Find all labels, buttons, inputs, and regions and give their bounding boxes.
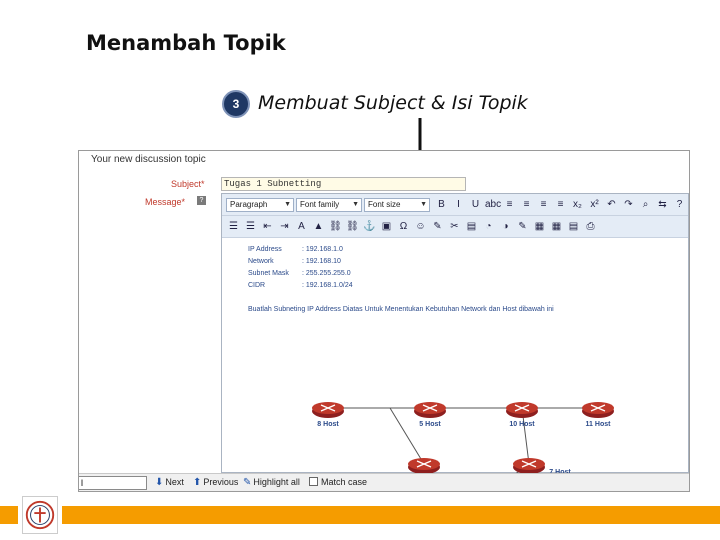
- toolbar-button[interactable]: ☰: [246, 221, 255, 232]
- toolbar-button[interactable]: ↷: [624, 199, 633, 210]
- toolbar-button[interactable]: ✂: [450, 221, 459, 232]
- toolbar-button[interactable]: Ω: [399, 221, 408, 232]
- message-label: Message*: [145, 197, 186, 207]
- info-label: CIDR: [248, 282, 266, 289]
- info-label: Subnet Mask: [248, 270, 289, 277]
- match-case-checkbox[interactable]: Match case: [309, 477, 367, 487]
- toolbar-button[interactable]: ?: [676, 199, 683, 210]
- chevron-down-icon: ▼: [420, 201, 427, 208]
- toolbar-button[interactable]: ⇥: [280, 221, 289, 232]
- toolbar-button[interactable]: ▤: [568, 221, 579, 232]
- host-label: 8 Host: [317, 421, 339, 428]
- editor-toolbar-row-2: ☰ ☰ ⇤ ⇥ A ▲ ⛓ ⛓ ⚓ ▣ Ω ☺ ✎ ✂ ▤ ◔ ◑ ✎ ▦ ▦ ▤ ⎙: [222, 216, 688, 238]
- toolbar-button[interactable]: ☰: [229, 221, 238, 232]
- toolbar-button[interactable]: ⇤: [263, 221, 272, 232]
- host-label: 10 Host: [509, 421, 535, 428]
- toolbar-button[interactable]: ⛓: [346, 221, 359, 232]
- toolbar-button[interactable]: ◑: [502, 221, 509, 232]
- arrow-up-icon: ⬆: [193, 477, 202, 488]
- find-next-button[interactable]: ⬇Next: [155, 477, 184, 488]
- toolbar-button[interactable]: ≡: [557, 199, 564, 210]
- find-previous-button[interactable]: ⬆Previous: [193, 477, 239, 488]
- host-label: 5 Host: [419, 421, 441, 428]
- format-select[interactable]: Paragraph▼: [226, 198, 294, 212]
- toolbar-button[interactable]: ⇆: [658, 199, 667, 210]
- toolbar-button[interactable]: ✎: [518, 221, 527, 232]
- find-bar: l ⬇Next ⬆Previous ✎Highlight all Match c…: [79, 473, 689, 491]
- toolbar-button[interactable]: ▦: [534, 221, 545, 232]
- chevron-down-icon: ▼: [352, 201, 359, 208]
- find-input[interactable]: l: [79, 476, 147, 490]
- toolbar-button[interactable]: ⌕: [642, 199, 649, 210]
- toolbar-button[interactable]: ⎙: [586, 221, 595, 232]
- subject-input[interactable]: Tugas 1 Subnetting: [221, 177, 466, 191]
- toolbar-button[interactable]: ▣: [381, 221, 392, 232]
- info-value: : 192.168.1.0/24: [302, 282, 353, 289]
- footer-accent-bar: [62, 506, 720, 524]
- step-caption: Membuat Subject & Isi Topik: [258, 92, 528, 114]
- host-label: 7 Host: [549, 469, 571, 476]
- toolbar-button[interactable]: abc: [485, 199, 502, 210]
- arrow-down-icon: ⬇: [155, 477, 164, 488]
- font-family-select[interactable]: Font family▼: [296, 198, 362, 212]
- toolbar-button[interactable]: ↶: [607, 199, 616, 210]
- info-value: : 192.168.1.0: [302, 246, 343, 253]
- router-icon: [513, 458, 545, 474]
- router-icon: [312, 402, 344, 418]
- router-icon: [506, 402, 538, 418]
- forum-screenshot: Your new discussion topic Subject* Messa…: [78, 150, 690, 492]
- toolbar-button[interactable]: ≡: [506, 199, 513, 210]
- router-icon: [582, 402, 614, 418]
- router-icon: [408, 458, 440, 474]
- host-label: 11 Host: [586, 421, 612, 428]
- router-icon: [414, 402, 446, 418]
- footer-accent-left: [0, 506, 18, 524]
- checkbox-icon: [309, 477, 318, 486]
- info-value: : 255.255.255.0: [302, 270, 351, 277]
- toolbar-button[interactable]: ◔: [485, 221, 492, 232]
- toolbar-button[interactable]: U: [471, 199, 480, 210]
- toolbar-button[interactable]: ⛓: [329, 221, 342, 232]
- toolbar-button[interactable]: ▲: [313, 221, 324, 232]
- subject-label: Subject*: [171, 179, 205, 189]
- chevron-down-icon: ▼: [284, 201, 291, 208]
- toolbar-button[interactable]: ▤: [466, 221, 477, 232]
- university-logo: [22, 496, 58, 534]
- toolbar-button[interactable]: B: [438, 199, 445, 210]
- font-size-select[interactable]: Font size▼: [364, 198, 430, 212]
- toolbar-button[interactable]: ≡: [540, 199, 547, 210]
- help-icon[interactable]: ?: [197, 196, 206, 205]
- toolbar-button[interactable]: ☺: [415, 221, 426, 232]
- highlighter-icon: ✎: [243, 477, 252, 488]
- form-heading: Your new discussion topic: [91, 154, 206, 165]
- instruction-text: Buatlah Subneting IP Address Diatas Untu…: [248, 306, 554, 313]
- toolbar-button[interactable]: A: [298, 221, 305, 232]
- toolbar-button[interactable]: I: [457, 199, 460, 210]
- info-value: : 192.168.10: [302, 258, 341, 265]
- required-star-icon: *: [181, 197, 186, 207]
- required-star-icon: *: [201, 179, 205, 189]
- toolbar-button[interactable]: ⚓: [363, 221, 376, 232]
- step-number-badge: 3: [222, 90, 250, 118]
- info-label: IP Address: [248, 246, 282, 253]
- highlight-all-button[interactable]: ✎Highlight all: [243, 477, 300, 488]
- slide-title: Menambah Topik: [86, 31, 286, 55]
- toolbar-button[interactable]: x₂: [573, 199, 582, 210]
- toolbar-button[interactable]: x²: [590, 199, 599, 210]
- toolbar-button[interactable]: ▦: [551, 221, 562, 232]
- toolbar-button[interactable]: ✎: [433, 221, 442, 232]
- toolbar-button[interactable]: ≡: [523, 199, 530, 210]
- info-label: Network: [248, 258, 274, 265]
